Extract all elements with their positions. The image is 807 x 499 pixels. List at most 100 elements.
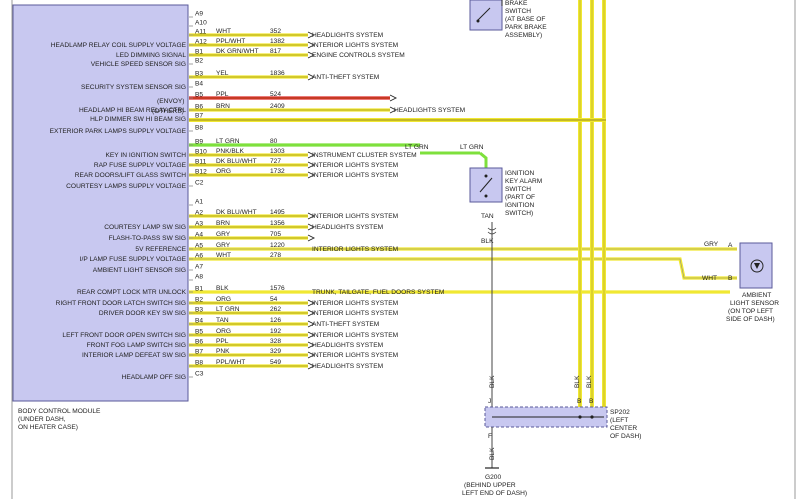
pin-label: A9 — [195, 11, 203, 18]
wire-destination: HEADLIGHTS SYSTEM — [312, 342, 383, 349]
ambient-sensor-label-4: SIDE OF DASH) — [726, 316, 775, 323]
signal-label: RAP FUSE SUPPLY VOLTAGE — [94, 162, 187, 169]
pin-label: B1 — [195, 286, 203, 293]
wire-destination: INTERIOR LIGHTS SYSTEM — [312, 332, 398, 339]
brake-switch-label-2: SWITCH — [505, 8, 531, 15]
ambient-sensor-label-3: (ON TOP LEFT — [728, 308, 773, 315]
wire-circuit: 817 — [270, 48, 281, 55]
ignition-switch-label-5: IGNITION — [505, 202, 535, 209]
envoy-note: (ENVOY) — [157, 98, 184, 105]
pin-label: B1 — [195, 49, 203, 56]
ignition-out-color: TAN — [481, 213, 494, 220]
wire-destination: INTERIOR LIGHTS SYSTEM — [312, 213, 398, 220]
wire-arrow — [389, 94, 398, 102]
signal-label: HEADLAMP RELAY COIL SUPPLY VOLTAGE — [51, 42, 187, 49]
sensor-wire — [189, 257, 737, 280]
wire-color: DK BLU/WHT — [216, 158, 257, 165]
brake-switch-contact — [477, 7, 491, 21]
ground-label-3: LEFT END OF DASH) — [462, 490, 527, 497]
splice-pin-j: J — [488, 398, 491, 405]
wire-color: PPL — [216, 91, 229, 98]
splice-label-2: (LEFT — [610, 417, 628, 424]
wire-circuit: 1836 — [270, 70, 285, 77]
pin-label: A3 — [195, 221, 203, 228]
wire-arrow — [307, 161, 316, 169]
wire-arrow — [307, 212, 316, 220]
wire-color: BRN — [216, 103, 230, 110]
wire-arrow — [307, 51, 316, 59]
wire-circuit: 329 — [270, 348, 281, 355]
ambient-sensor-label-2: LIGHT SENSOR — [730, 300, 779, 307]
ground-label-2: (BEHIND UPPER — [464, 482, 516, 489]
wire-color: PPL/WHT — [216, 38, 245, 45]
brake-switch-label-4: PARK BRAKE — [505, 24, 547, 31]
wire-color: LT GRN — [216, 306, 240, 313]
ignition-switch-node-top — [484, 174, 488, 178]
wire-color: BRN — [216, 220, 230, 227]
splice-pin-b2: B — [589, 398, 594, 405]
signal-label: HEADLAMP OFF SIG — [122, 374, 186, 381]
pin-label: B6 — [195, 104, 203, 111]
wire-destination: HEADLIGHTS SYSTEM — [394, 107, 465, 114]
signal-label: HEADLAMP HI BEAM RELAY CTRL — [79, 107, 186, 114]
pin-label: B3 — [195, 71, 203, 78]
wire-color: WHT — [216, 252, 231, 259]
ignition-connector-mark — [487, 227, 497, 235]
pin-label: A1 — [195, 199, 203, 206]
wire-destination: HEADLIGHTS SYSTEM — [312, 224, 383, 231]
wire-arrow — [307, 223, 316, 231]
ignition-upper-wire-bend — [479, 151, 488, 168]
wire-destination: HEADLIGHTS SYSTEM — [312, 363, 383, 370]
signal-label: REAR COMPT LOCK MTR UNLOCK — [77, 289, 187, 296]
wire-color: DK BLU/WHT — [216, 209, 257, 216]
ground-label-1: G200 — [485, 474, 501, 481]
wire-color: PPL — [216, 338, 229, 345]
wire-color: GRY — [216, 231, 231, 238]
signal-label: HLP DIMMER SW HI BEAM SIG — [90, 116, 186, 123]
pin-label: A10 — [195, 20, 207, 27]
ignition-switch-label-2: KEY ALARM — [505, 178, 542, 185]
wire-arrow — [307, 299, 316, 307]
brake-switch-label-3: (AT BASE OF — [505, 16, 545, 23]
wire-color: TAN — [216, 317, 229, 324]
signal-label: RIGHT FRONT DOOR LATCH SWITCH SIG — [56, 300, 186, 307]
pin-label: A2 — [195, 210, 203, 217]
signal-label: INTERIOR LAMP DEFEAT SW SIG — [82, 352, 186, 359]
wire-destination: INSTRUMENT CLUSTER SYSTEM — [312, 152, 417, 159]
signal-label: VEHICLE SPEED SENSOR SIG — [91, 61, 186, 68]
splice-node-2 — [590, 415, 594, 419]
wire-color: LT GRN — [216, 138, 240, 145]
ignition-upper-wire-label-b: LT GRN — [460, 144, 484, 151]
wire-circuit: 192 — [270, 328, 281, 335]
pin-label: A6 — [195, 253, 203, 260]
wire-destination: HEADLIGHTS SYSTEM — [312, 32, 383, 39]
pin-label: B9 — [195, 139, 203, 146]
wire-color: PNK — [216, 348, 230, 355]
wire-arrow — [307, 234, 316, 242]
wire-destination: ANTI-THEFT SYSTEM — [312, 74, 379, 81]
wire-destination: INTERIOR LIGHTS SYSTEM — [312, 42, 398, 49]
brake-switch-node — [476, 19, 480, 23]
ambient-pin-a: A — [728, 242, 733, 249]
wire-circuit: 1303 — [270, 148, 285, 155]
ambient-sensor-element — [750, 259, 764, 273]
ambient-sensor-label-1: AMBIENT — [742, 292, 771, 299]
wire-destination: INTERIOR LIGHTS SYSTEM — [312, 162, 398, 169]
ambient-wire-b-color: WHT — [702, 275, 717, 282]
wire-circuit: 54 — [270, 296, 278, 303]
wire-circuit: 1732 — [270, 168, 285, 175]
pin-label: A5 — [195, 243, 203, 250]
wire-arrow — [389, 106, 398, 114]
wire-destination: INTERIOR LIGHTS SYSTEM — [312, 352, 398, 359]
wire-arrow — [307, 41, 316, 49]
wire-circuit: 727 — [270, 158, 281, 165]
signal-label: AMBIENT LIGHT SENSOR SIG — [93, 267, 186, 274]
brake-switch-label-1: BRAKE — [505, 0, 528, 7]
ignition-ground-color: BLK — [481, 238, 494, 245]
pin-label: A4 — [195, 232, 203, 239]
ignition-switch-node-bottom — [484, 194, 488, 198]
pin-label: B7 — [195, 113, 203, 120]
wire-circuit: 549 — [270, 359, 281, 366]
pin-label: B4 — [195, 318, 203, 325]
